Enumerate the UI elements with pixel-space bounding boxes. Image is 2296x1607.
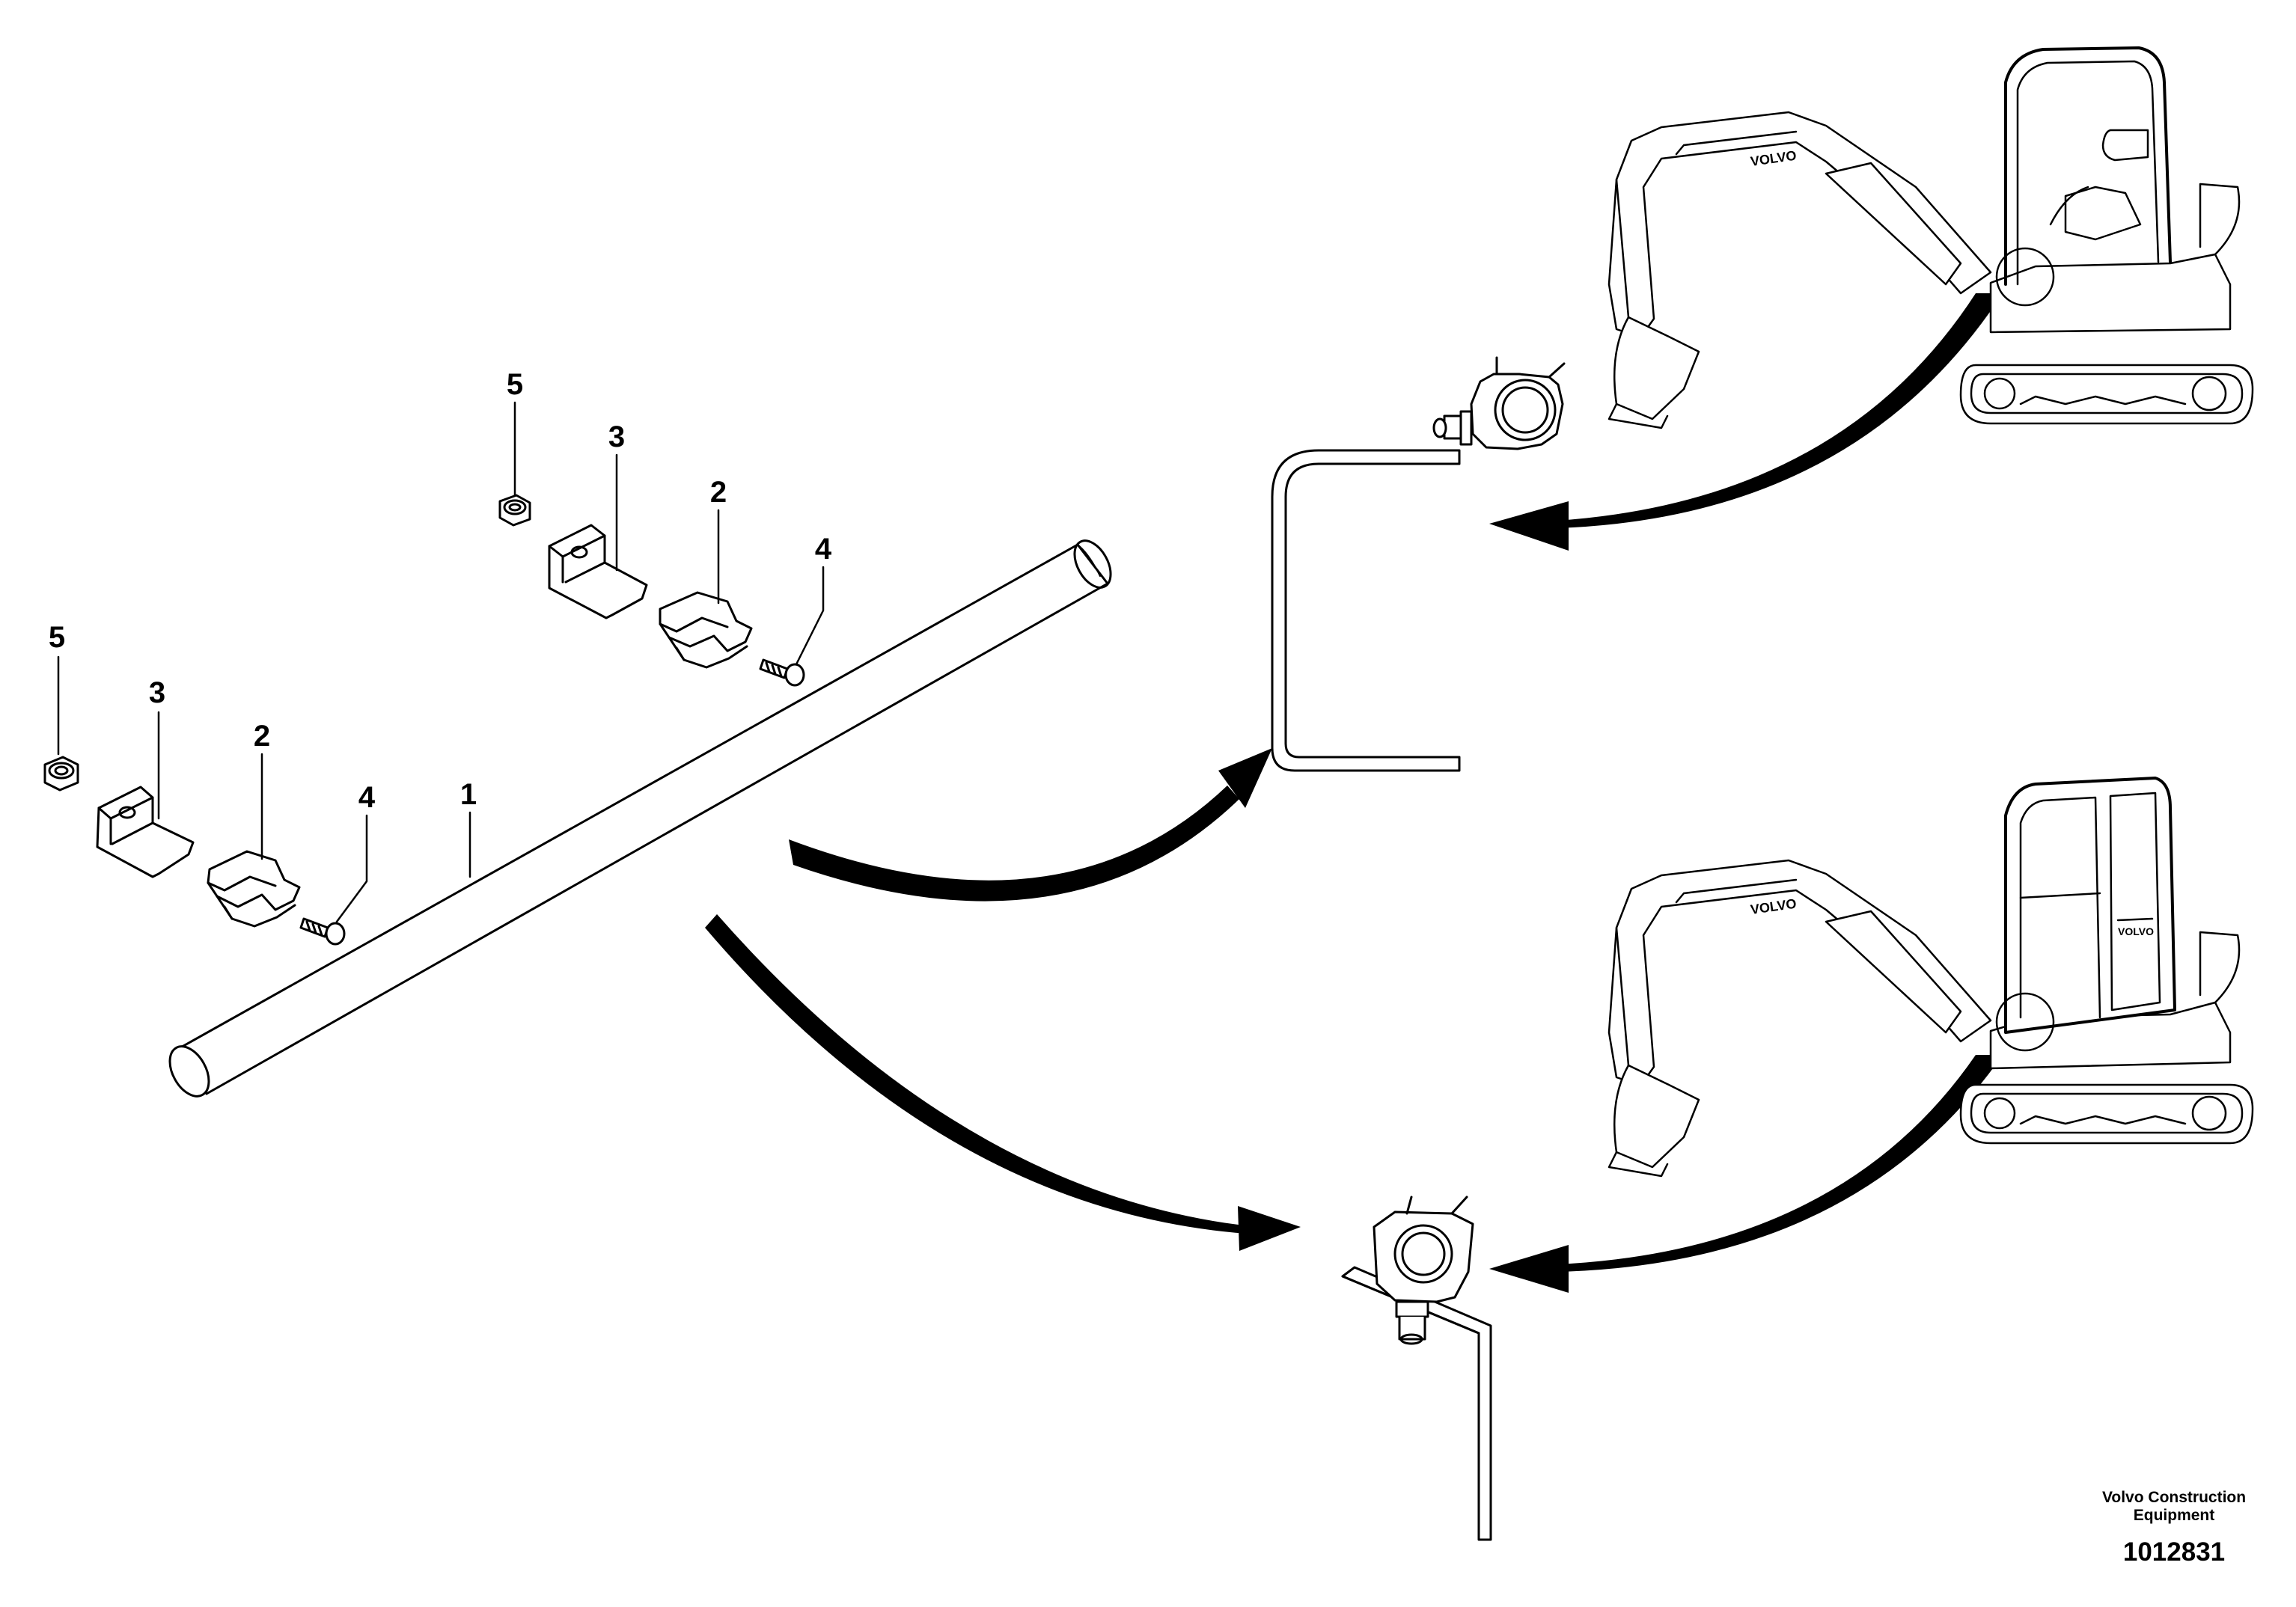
nut-part-5-left [43,756,79,792]
nut-part-5-right [498,494,531,527]
callout-item-5-right: 5 [506,368,524,401]
screw-part-4-right [759,658,805,687]
clip-part-2-left [207,850,301,928]
screw-part-4-left [299,917,346,946]
lower-mount-detail [1341,1196,1492,1541]
arrow-to-lower-detail [705,914,1301,1251]
publisher-credit: Volvo Construction Equipment [2102,1489,2246,1525]
leader-lines [57,401,825,923]
bracket-part-3-right [548,524,648,619]
volvo-brand-upper: VOLVO [1750,148,1798,169]
credit-line-1: Volvo Construction [2101,1489,2247,1506]
callout-item-4-right: 4 [814,533,832,566]
callout-item-4-left: 4 [358,781,376,814]
arrow-from-lower-machine [1489,1055,2003,1293]
callout-item-2-left: 2 [253,720,271,753]
callout-item-3-right: 3 [608,420,626,453]
volvo-brand-cab: VOLVO [2118,925,2154,937]
credit-line-2: Equipment [2133,1507,2215,1524]
callout-item-1: 1 [459,778,477,811]
bracket-part-3-left [96,786,195,878]
callout-item-2-right: 2 [709,476,727,509]
tube-part-1 [168,539,1112,1098]
callout-item-5-left: 5 [48,621,66,654]
excavator-cab: VOLVO VOLVO [1607,777,2254,1178]
volvo-brand-lower: VOLVO [1750,896,1798,917]
figure-number: 1012831 [2122,1537,2226,1567]
arrow-to-upper-detail [789,748,1272,902]
excavator-canopy: VOLVO [1607,46,2254,429]
upper-mount-detail [1271,356,1566,772]
clip-part-2-right [659,591,753,669]
callout-item-3-left: 3 [148,676,166,709]
arrow-from-upper-machine [1489,293,2003,551]
